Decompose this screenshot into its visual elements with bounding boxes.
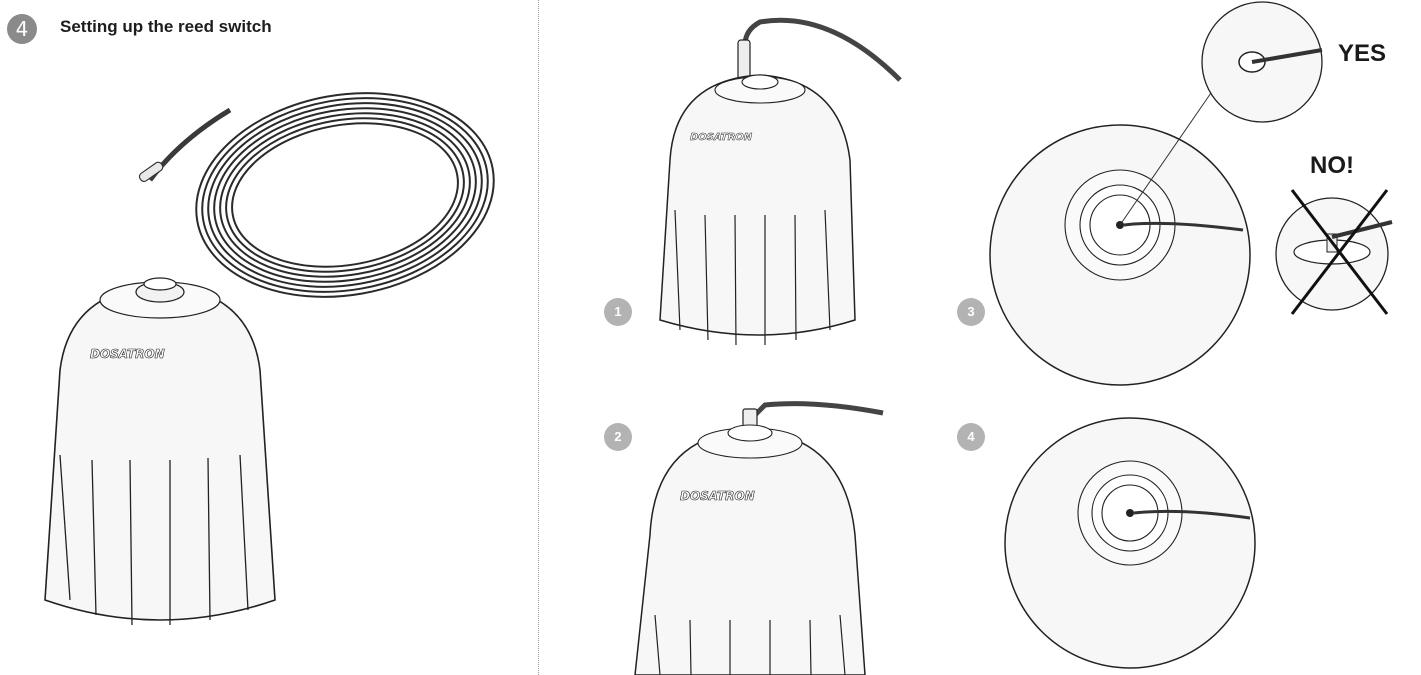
yes-label: YES [1338, 40, 1386, 68]
no-label: NO! [1310, 152, 1354, 180]
step-badge-1: 1 [604, 298, 632, 326]
yes-detail-zoom [1197, 0, 1327, 130]
pump-step2-illustration: DOSATRON [625, 395, 895, 675]
pump-body-large: DOSATRON [30, 270, 290, 640]
pump-top-view-step4 [1000, 413, 1260, 673]
brand-logo-text: DOSATRON [690, 132, 753, 143]
brand-logo-text: DOSATRON [90, 347, 165, 361]
column-divider [538, 0, 539, 675]
pump-step1-illustration: DOSATRON [650, 10, 910, 340]
step-badge-4: 4 [957, 423, 985, 451]
no-detail-zoom [1267, 182, 1397, 317]
pump-top-view-step3 [985, 120, 1255, 390]
brand-logo-text: DOSATRON [680, 489, 755, 503]
step-badge-3: 3 [957, 298, 985, 326]
section-title: Setting up the reed switch [60, 17, 272, 37]
section-number-badge: 4 [7, 14, 37, 44]
